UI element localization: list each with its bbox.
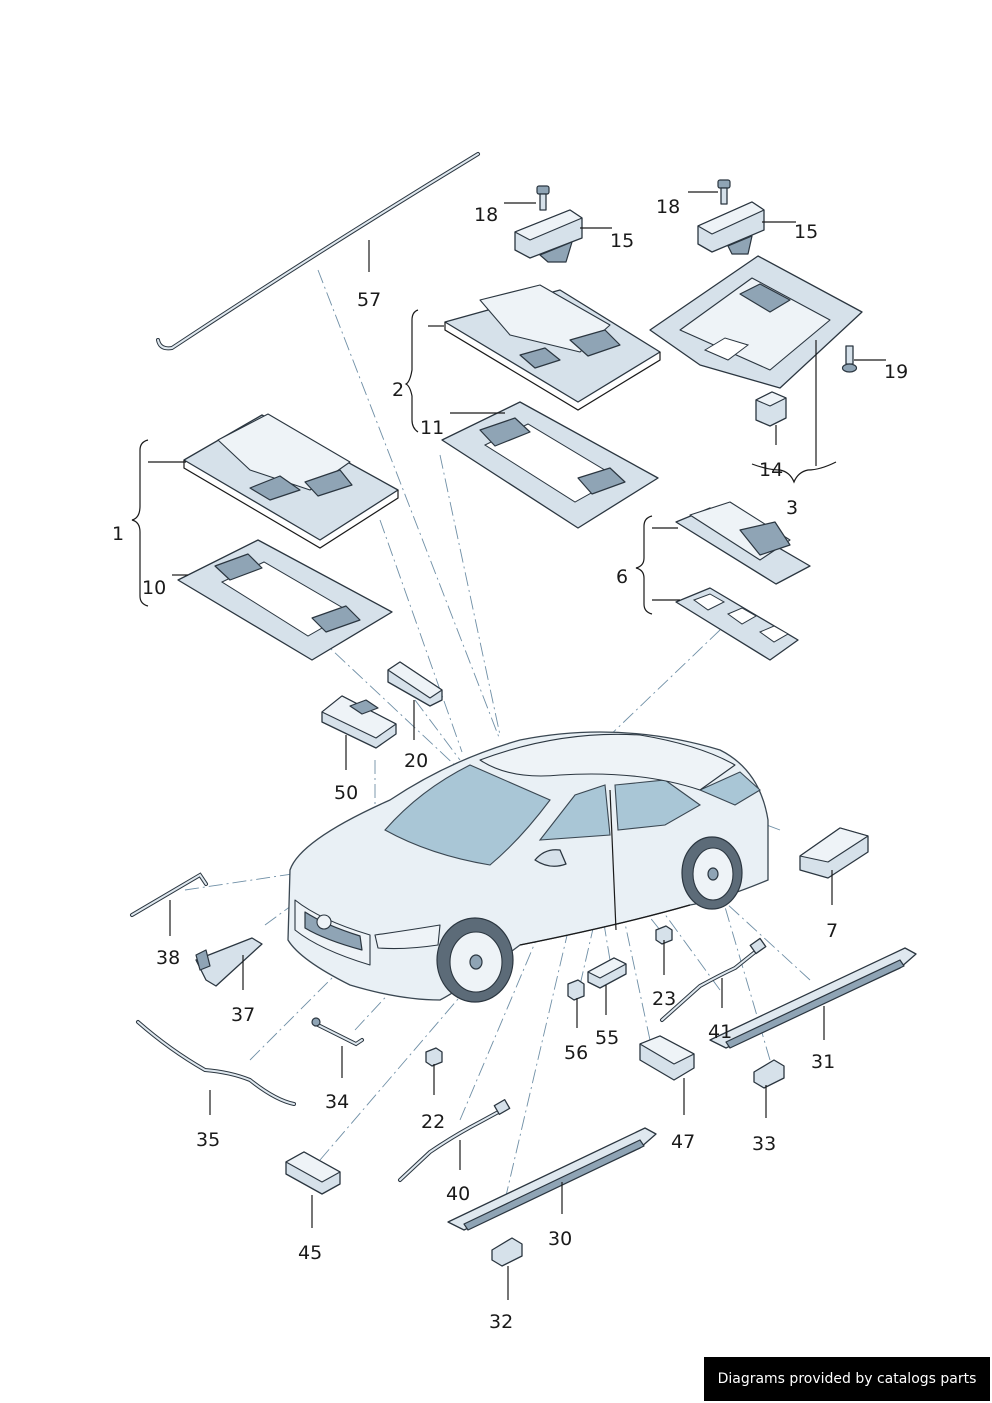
wiring-part-41: [660, 937, 767, 1022]
bolt-part-18-right: [717, 179, 731, 205]
callout-6: 6: [616, 566, 628, 588]
bolt-part-19: [841, 345, 858, 373]
callout-23: 23: [652, 988, 676, 1010]
lamp-part-33: [753, 1059, 785, 1089]
bolt-part-18-left: [536, 185, 550, 211]
callout-3: 3: [786, 497, 798, 519]
callout-15-right: 15: [794, 221, 818, 243]
callout-34: 34: [325, 1091, 349, 1113]
lamp-part-47: [639, 1035, 695, 1081]
bracket-part-37: [195, 937, 263, 987]
sill-strip-part-31: [709, 947, 917, 1049]
callout-38: 38: [156, 947, 180, 969]
control-module-part-15-left: [514, 209, 583, 263]
callout-15-left: 15: [610, 230, 634, 252]
control-module-part-15-right: [697, 201, 765, 255]
callout-56: 56: [564, 1042, 588, 1064]
callout-14: 14: [759, 459, 783, 481]
callout-11: 11: [420, 417, 444, 439]
dash-leaders: [184, 269, 811, 1201]
console-tray-part-3: [649, 255, 863, 389]
callout-47: 47: [671, 1131, 695, 1153]
lamp-part-56: [567, 979, 585, 1001]
callout-31: 31: [811, 1051, 835, 1073]
callout-55: 55: [595, 1027, 619, 1049]
callout-37: 37: [231, 1004, 255, 1026]
roof-console-housing-part-1: [183, 413, 399, 549]
console-frame-part-11: [441, 401, 659, 529]
callout-7: 7: [826, 920, 838, 942]
callout-1: 1: [112, 523, 124, 545]
callout-leaders: [131, 191, 886, 1300]
callout-10: 10: [142, 577, 166, 599]
callout-57: 57: [357, 289, 381, 311]
roof-wire-part-57: [156, 152, 480, 351]
callout-30: 30: [548, 1228, 572, 1250]
callout-18-left: 18: [474, 204, 498, 226]
callout-2: 2: [392, 379, 404, 401]
callout-19: 19: [884, 361, 908, 383]
lamp-part-50: [321, 695, 397, 749]
roof-console-housing-part-2: [444, 284, 661, 411]
callout-50: 50: [334, 782, 358, 804]
callout-41: 41: [708, 1021, 732, 1043]
callout-22: 22: [421, 1111, 445, 1133]
callout-32: 32: [489, 1311, 513, 1333]
callout-33: 33: [752, 1133, 776, 1155]
lamp-part-22: [425, 1047, 443, 1067]
callout-45: 45: [298, 1242, 322, 1264]
car-illustration: [287, 731, 769, 1003]
cable-part-35: [136, 1020, 296, 1106]
lamp-part-7: [799, 827, 869, 879]
cable-part-34: [311, 1017, 364, 1047]
wiring-part-40: [398, 1099, 511, 1182]
lamp-part-23: [655, 925, 673, 945]
callout-labels: 57 18 15 18 15 2 11 19 14 3 1 10 6 20 50…: [112, 196, 908, 1333]
callout-20: 20: [404, 750, 428, 772]
sill-strip-part-30: [447, 1127, 657, 1231]
lamp-part-45: [285, 1151, 341, 1195]
footer-credit-text: Diagrams provided by catalogs parts: [717, 1371, 977, 1387]
lamp-part-32: [491, 1237, 523, 1267]
callout-18-right: 18: [656, 196, 680, 218]
reading-lamp-part-6: [675, 501, 811, 661]
switch-part-14: [755, 391, 787, 427]
console-frame-part-10: [177, 539, 393, 661]
callout-40: 40: [446, 1183, 470, 1205]
lamp-part-20: [387, 661, 443, 707]
callout-35: 35: [196, 1129, 220, 1151]
footer-credit: Diagrams provided by catalogs parts: [704, 1357, 990, 1401]
bracket-part-38: [130, 872, 208, 917]
lamp-part-55: [587, 957, 627, 989]
